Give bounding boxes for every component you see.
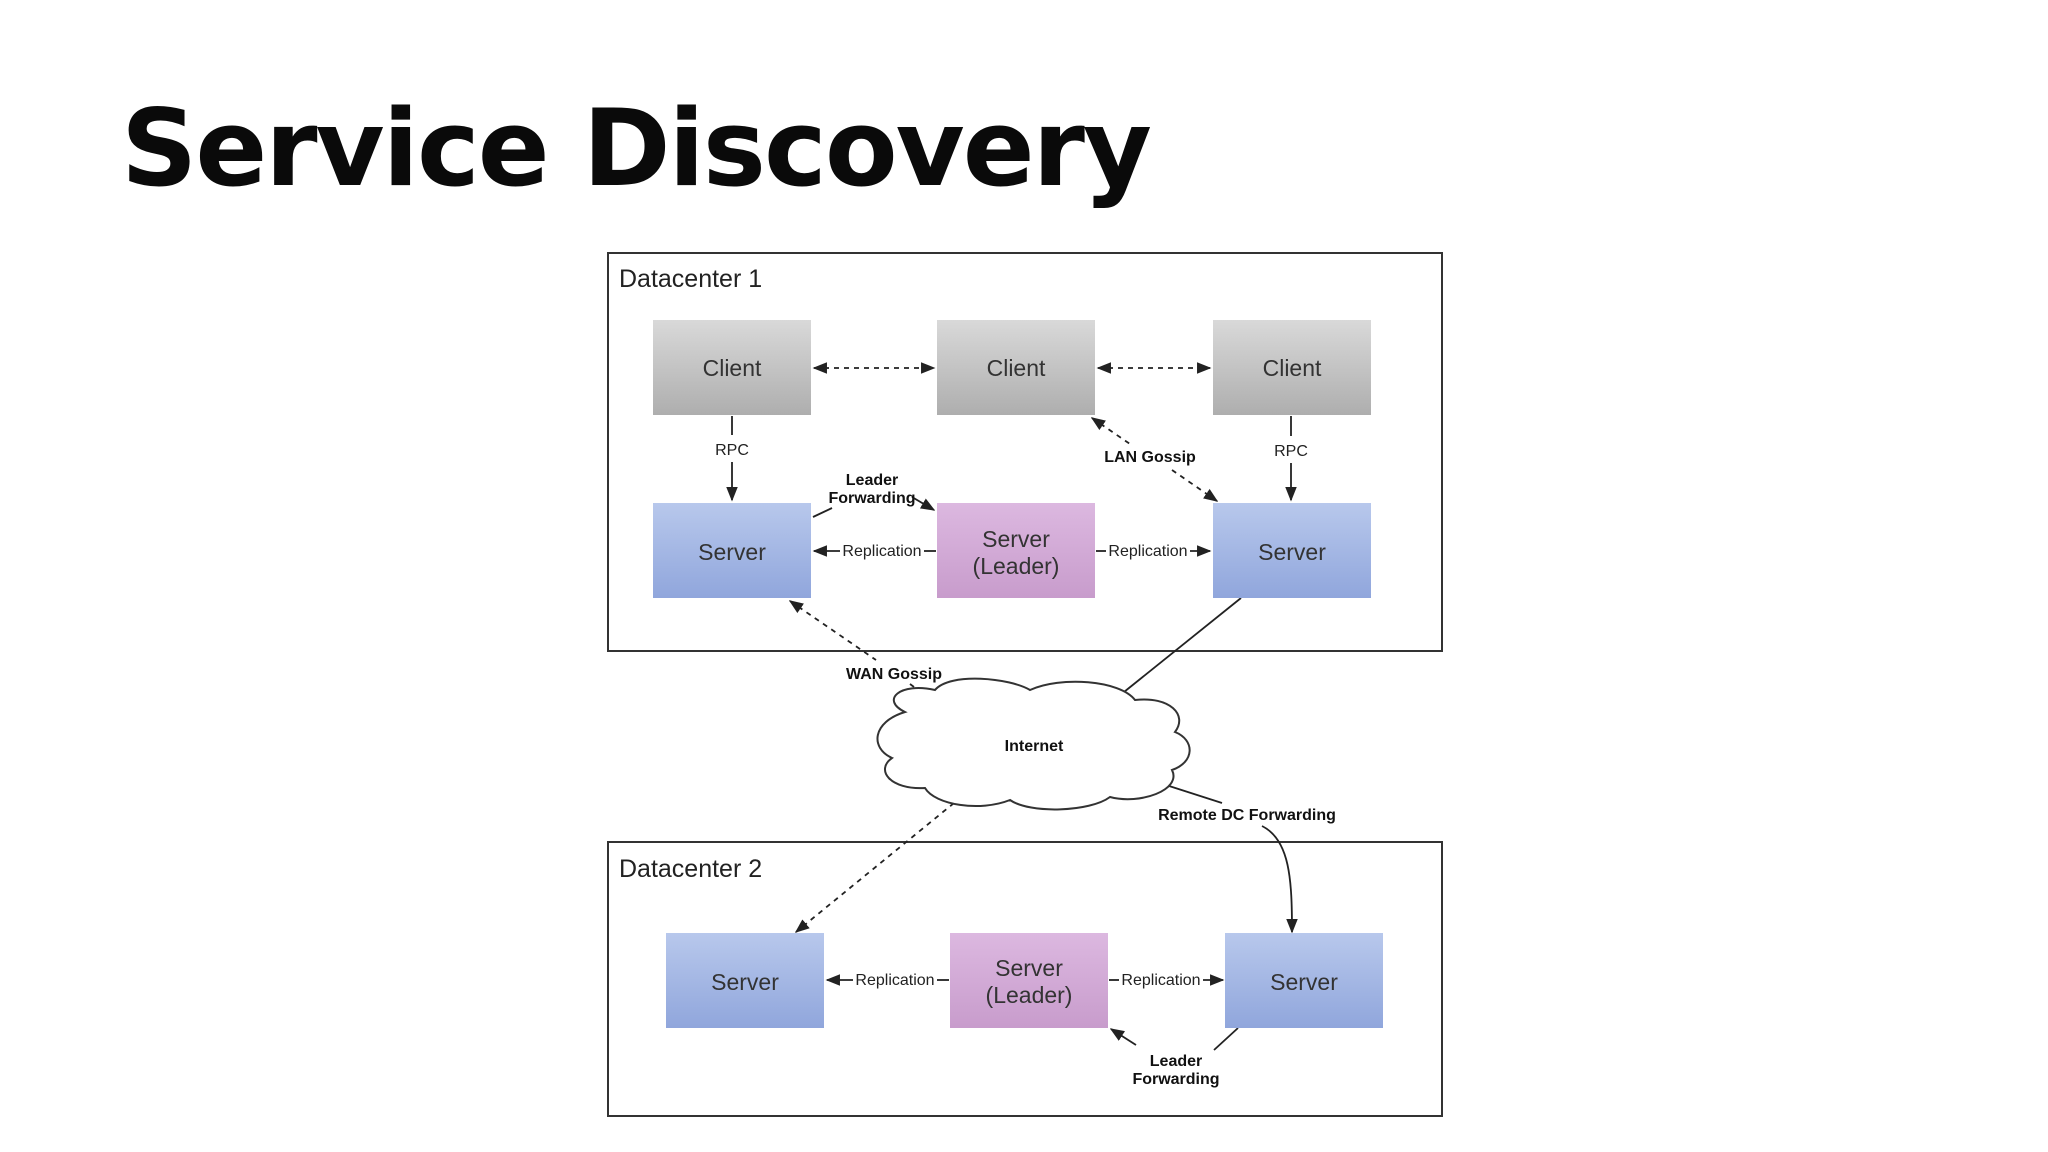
leader-forwarding-dc2-arrow (1109, 1028, 1137, 1046)
wan-gossip-dc2-line (794, 802, 955, 933)
wan-gossip-label: WAN Gossip (846, 666, 942, 683)
rpc-right-label: RPC (1274, 443, 1308, 460)
rpc-left-label: RPC (715, 442, 749, 459)
dc1-client-3-label: Client (1263, 355, 1322, 381)
replication-dc1-right-label: Replication (1108, 543, 1187, 560)
leader-forwarding-dc1-arrow (911, 496, 936, 511)
leader-forwarding-dc2-label-1: Leader (1150, 1053, 1202, 1070)
dc1-client-2-label: Client (987, 355, 1046, 381)
datacenter-2-label: Datacenter 2 (619, 855, 762, 883)
dc1-client-1-box (653, 320, 811, 415)
dc1-server-left-box (653, 503, 811, 598)
replication-dc1-left-label: Replication (842, 543, 921, 560)
dc1-server-leader: Server (Leader) (937, 503, 1095, 598)
dc1-client-3-box (1213, 320, 1371, 415)
internet-cloud: Internet (876, 677, 1191, 811)
lan-gossip-line-top (1090, 417, 1131, 445)
leader-forwarding-dc1-label-2: Forwarding (828, 490, 915, 507)
dc1-server-left: Server (653, 503, 811, 598)
internet-label: Internet (1005, 738, 1064, 755)
dc1-client-2: Client (937, 320, 1095, 415)
leader-forwarding-dc2-label-2: Forwarding (1132, 1071, 1219, 1088)
dc1-client-2-box (937, 320, 1095, 415)
dc1-server-right: Server (1213, 503, 1371, 598)
dc1-server-to-internet-line (1123, 597, 1242, 693)
dc2-server-right-label: Server (1270, 969, 1338, 995)
replication-dc2-left-label: Replication (855, 972, 934, 989)
wan-gossip-line-top (788, 600, 877, 661)
remote-dc-forwarding-arrow (1261, 825, 1298, 934)
lan-gossip-label: LAN Gossip (1104, 449, 1196, 466)
dc1-server-right-label: Server (1258, 539, 1326, 565)
slide-title: Service Discovery (121, 87, 1152, 210)
dc2-server-left-box (666, 933, 824, 1028)
dc1-server-left-label: Server (698, 539, 766, 565)
dc2-server-leader-label-1: Server (995, 955, 1063, 981)
dc1-server-leader-label-1: Server (982, 526, 1050, 552)
dc1-client-1-label: Client (703, 355, 762, 381)
leader-forwarding-dc1-label-1: Leader (846, 472, 898, 489)
datacenter-1-label: Datacenter 1 (619, 265, 762, 293)
dc1-server-right-box (1213, 503, 1371, 598)
leader-forwarding-dc2-line (1213, 1027, 1239, 1051)
dc2-server-left-label: Server (711, 969, 779, 995)
dc2-server-right: Server (1225, 933, 1383, 1028)
dc1-client-1: Client (653, 320, 811, 415)
cloud-shape (876, 677, 1191, 811)
dc1-server-leader-box (937, 503, 1095, 598)
leader-forwarding-dc1-line-left (812, 507, 833, 518)
remote-dc-forwarding-label: Remote DC Forwarding (1158, 807, 1336, 824)
dc1-server-leader-label-2: (Leader) (973, 553, 1060, 579)
replication-dc2-right-label: Replication (1121, 972, 1200, 989)
dc2-server-left: Server (666, 933, 824, 1028)
dc2-server-leader-label-2: (Leader) (986, 982, 1073, 1008)
dc2-server-right-box (1225, 933, 1383, 1028)
dc2-server-leader-box (950, 933, 1108, 1028)
remote-dc-forwarding-line-top (1165, 784, 1223, 804)
dc2-server-leader: Server (Leader) (950, 933, 1108, 1028)
dc1-client-3: Client (1213, 320, 1371, 415)
